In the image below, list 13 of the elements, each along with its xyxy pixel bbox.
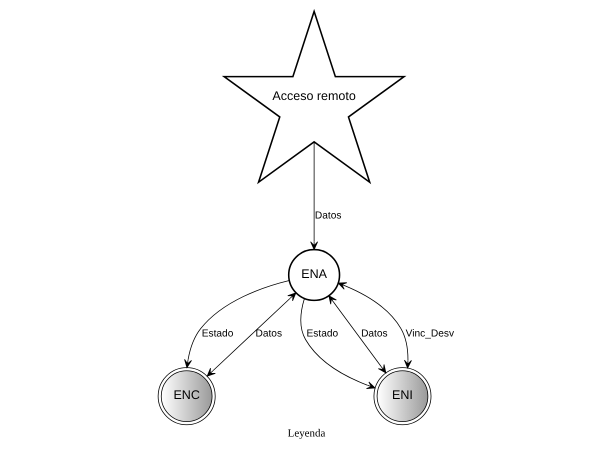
edge-label: Estado	[202, 328, 234, 340]
edge-label: Estado	[306, 328, 338, 340]
arrow	[300, 298, 376, 389]
edge-label: Datos	[256, 328, 282, 340]
arrow	[206, 292, 296, 376]
arrow	[328, 295, 386, 374]
caption: Leyenda	[288, 428, 326, 440]
arrow	[184, 280, 290, 368]
node-circle: ENI	[374, 367, 432, 426]
edge-label: Datos	[361, 328, 388, 340]
edge-label: Vinc_Desv	[406, 328, 454, 340]
edge-label: Datos	[314, 210, 342, 222]
arrow	[338, 282, 412, 368]
